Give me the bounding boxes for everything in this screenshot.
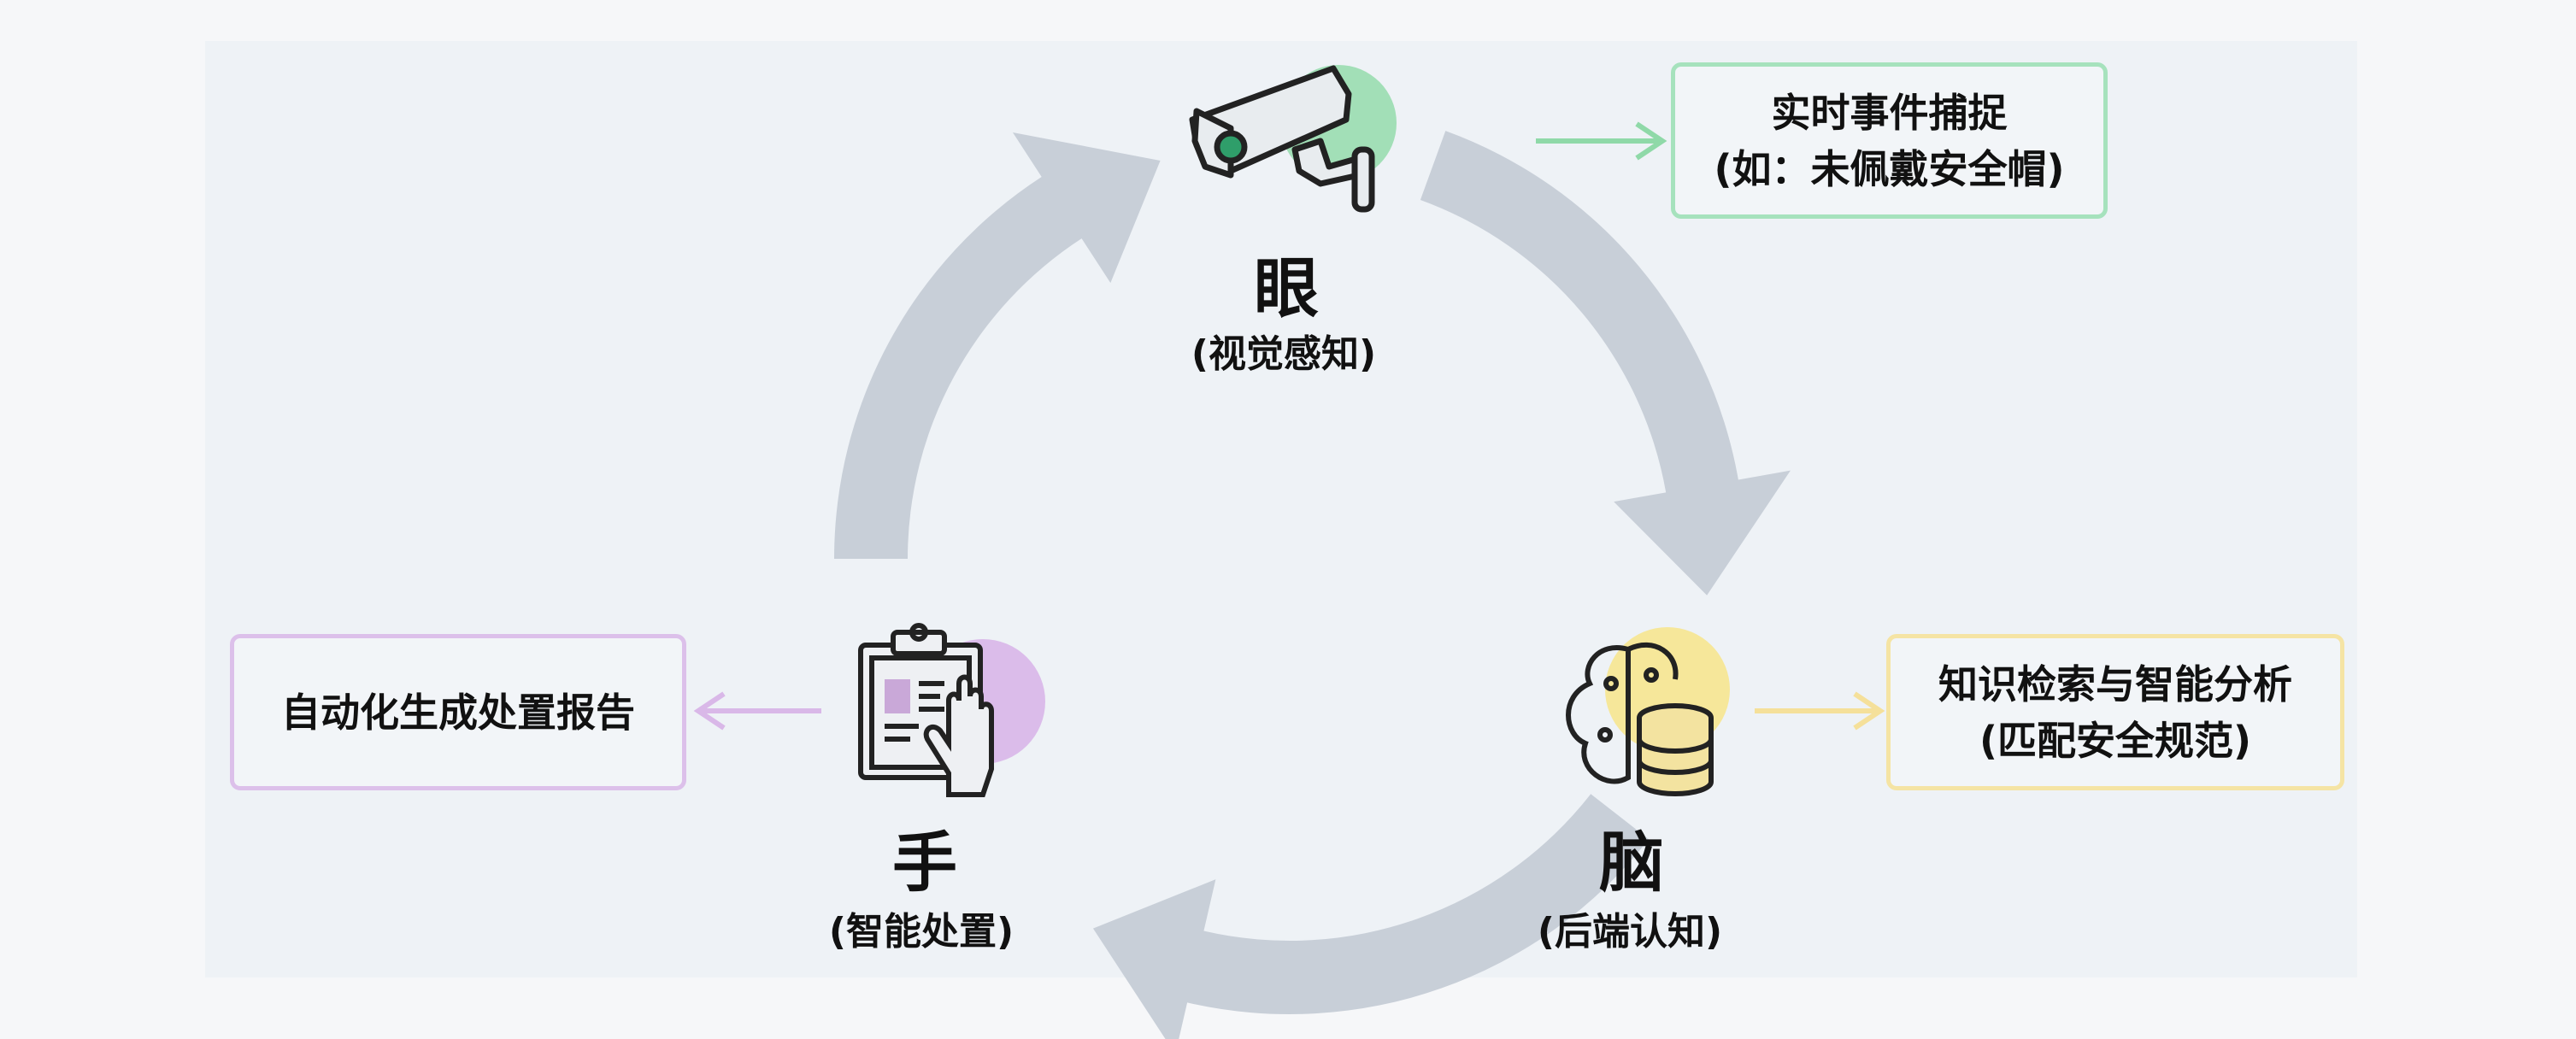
eye-output-box: 实时事件捕捉 (如：未佩戴安全帽) [1671,62,2108,219]
hand-output-box: 自动化生成处置报告 [230,634,686,790]
brain-output-arrow [1755,691,1885,731]
eye-output-line1: 实时事件捕捉 [1771,89,2008,136]
security-camera-icon [1189,65,1397,213]
brain-subtitle: (后端认知) [1537,910,1723,954]
clipboard-hand-icon [858,623,1045,797]
brain-database-icon [1566,627,1730,796]
cycle-arrow-hand-to-eye [834,132,1161,559]
hand-title: 手 [892,825,957,901]
eye-title: 眼 [1254,250,1319,326]
brain-output-line2: (匹配安全规范) [1979,717,2252,764]
hand-output-line1: 自动化生成处置报告 [281,689,635,736]
cycle-arrow-brain-to-hand [1092,794,1650,1039]
eye-subtitle: (视觉感知) [1191,332,1377,376]
brain-output-box: 知识检索与智能分析 (匹配安全规范) [1886,634,2344,790]
eye-output-arrow [1536,121,1667,161]
hand-output-arrow [693,691,821,731]
hand-subtitle: (智能处置) [828,910,1015,954]
brain-title: 脑 [1599,825,1664,901]
brain-output-line1: 知识检索与智能分析 [1938,660,2292,707]
cycle-arrow-eye-to-brain [1420,131,1791,596]
cycle-arrows [834,131,1791,1039]
diagram-background [205,41,2357,977]
eye-output-line2: (如：未佩戴安全帽) [1714,145,2065,192]
